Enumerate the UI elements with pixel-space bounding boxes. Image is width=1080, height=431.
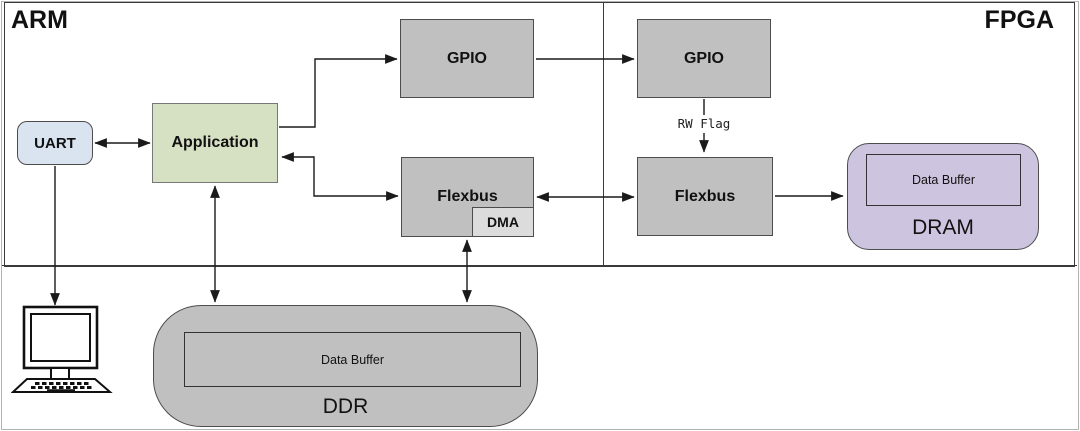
arm-gpio-node: GPIO xyxy=(400,19,534,98)
ddr-label: DDR xyxy=(322,395,369,418)
computer-icon xyxy=(11,305,113,393)
fpga-flexbus-node: Flexbus xyxy=(637,157,773,236)
dma-node: DMA xyxy=(472,207,534,237)
fpga-region-title: FPGA xyxy=(984,6,1054,34)
application-label: Application xyxy=(171,134,259,151)
region-bottom-divider xyxy=(2,265,1077,267)
fpga-gpio-label: GPIO xyxy=(683,49,724,67)
dram-data-buffer: Data Buffer xyxy=(866,154,1021,206)
arm-region-title: ARM xyxy=(11,6,68,34)
dram-node: Data Buffer DRAM xyxy=(847,143,1039,250)
fpga-flexbus-label: Flexbus xyxy=(674,187,736,205)
uart-node: UART xyxy=(17,121,93,165)
dma-label: DMA xyxy=(487,214,519,230)
uart-label: UART xyxy=(34,134,76,152)
application-node: Application xyxy=(152,103,278,183)
application-gpio-link xyxy=(279,54,398,128)
fpga-region xyxy=(603,2,1075,267)
rw-flag-annotation: RW Flag xyxy=(672,115,736,133)
arm-flexbus-label: Flexbus xyxy=(437,188,498,205)
fpga-gpio-node: GPIO xyxy=(637,19,771,98)
dram-label: DRAM xyxy=(912,216,974,239)
arm-gpio-label: GPIO xyxy=(446,49,487,67)
ddr-node: Data Buffer DDR xyxy=(153,305,538,427)
ddr-data-buffer: Data Buffer xyxy=(184,332,521,387)
application-flexbus-link xyxy=(281,152,399,201)
